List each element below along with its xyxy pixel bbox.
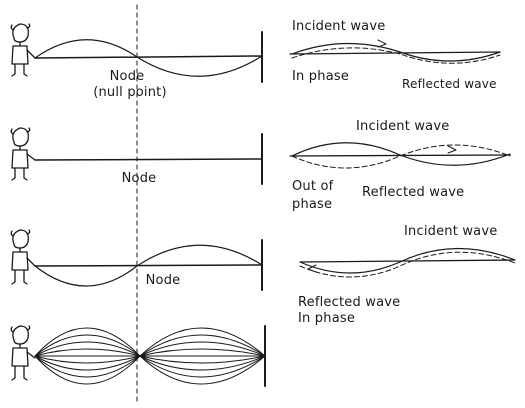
standing-wave-envelope [35,328,265,384]
axis-3 [300,260,515,262]
reflected-wave-label-3: Reflected wave [298,296,400,310]
incident-wave-2 [292,143,510,166]
reflected-wave-label-1: Reflected wave [402,77,497,91]
person-figure-4 [11,326,35,380]
node-sublabel-1: (null point) [80,86,180,100]
phase-label-1: In phase [292,70,349,84]
person-figure-2 [11,128,35,180]
right-panel-1 [290,40,500,63]
incident-wave-label-3: Incident wave [404,225,497,239]
phase-label-3: In phase [298,312,355,326]
phase-label-2-line1: Out of [292,180,333,194]
rope-1 [35,56,262,58]
node-label-1: Node [92,70,162,84]
rope-3 [35,265,262,266]
incident-wave-label-2: Incident wave [356,120,449,134]
node-label-3: Node [128,274,198,288]
left-panel-4 [11,326,265,386]
node-label-2: Node [104,172,174,186]
person-figure-3 [11,230,35,284]
right-panel-2 [290,143,510,168]
reflected-wave-2 [292,145,510,168]
right-panel-3 [300,248,515,277]
reflected-wave-label-2: Reflected wave [362,186,464,200]
incident-wave-label-1: Incident wave [292,20,385,34]
person-figure-1 [11,24,35,76]
reflected-wave-3 [300,252,515,277]
phase-label-2-line2: phase [292,198,332,212]
arrow-2 [448,146,456,153]
rope-2 [35,159,262,160]
